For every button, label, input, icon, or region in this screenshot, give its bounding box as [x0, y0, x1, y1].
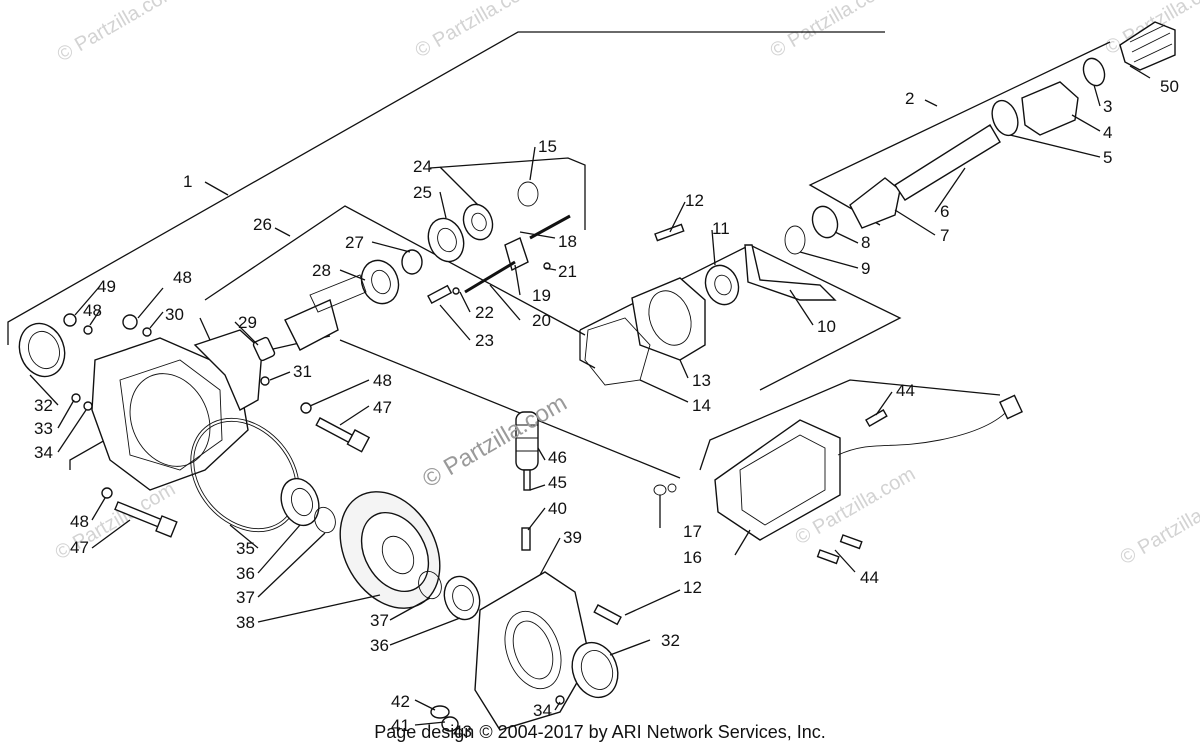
- callout: 28: [312, 261, 331, 280]
- callout: 44: [860, 568, 879, 587]
- callout: 29: [238, 313, 257, 332]
- callout: 37: [370, 611, 389, 630]
- callout: 27: [345, 233, 364, 252]
- copyright-footer: Page design © 2004-2017 by ARI Network S…: [374, 722, 826, 742]
- callout: 7: [940, 226, 949, 245]
- callout: 49: [97, 277, 116, 296]
- callout: 13: [692, 371, 711, 390]
- callout: 18: [558, 232, 577, 251]
- callout: 36: [236, 564, 255, 583]
- callout: 15: [538, 137, 557, 156]
- callout: 35: [236, 539, 255, 558]
- parts-art: [18, 21, 1176, 732]
- callout: 34: [34, 443, 53, 462]
- callout: 17: [683, 522, 702, 541]
- callout: 2: [905, 89, 914, 108]
- watermark: © Partzilla.com: [54, 0, 182, 66]
- callout: 48: [173, 268, 192, 287]
- callout: 6: [940, 202, 949, 221]
- actuator-16: [714, 394, 1023, 541]
- callout: 26: [253, 215, 272, 234]
- callout: 50: [1160, 77, 1179, 96]
- callout: 30: [165, 305, 184, 324]
- callout: 47: [70, 538, 89, 557]
- callout: 5: [1103, 148, 1112, 167]
- callout: 42: [391, 692, 410, 711]
- callout: 44: [896, 381, 915, 400]
- callout: 12: [683, 578, 702, 597]
- callout: 21: [558, 262, 577, 281]
- callout: 12: [685, 191, 704, 210]
- housing-13: [631, 277, 706, 361]
- leader-lines: [29, 65, 1151, 726]
- callout: 38: [236, 613, 255, 632]
- callout: 46: [548, 448, 567, 467]
- watermark: © Partzilla.com: [412, 0, 540, 62]
- callout: 31: [293, 362, 312, 381]
- seal-32-left: [18, 322, 66, 378]
- callout: 3: [1103, 97, 1112, 116]
- callout: 9: [861, 259, 870, 278]
- callout: 22: [475, 303, 494, 322]
- watermark: © Partzilla.com: [1117, 483, 1200, 569]
- callout: 45: [548, 473, 567, 492]
- callout: 23: [475, 331, 494, 350]
- callout: 36: [370, 636, 389, 655]
- callout: 8: [861, 233, 870, 252]
- watermark-layer: © Partzilla.com © Partzilla.com © Partzi…: [52, 0, 1200, 569]
- callout: 48: [83, 301, 102, 320]
- callout: 41: [391, 716, 410, 735]
- callout: 1: [183, 172, 192, 191]
- callout: 14: [692, 396, 711, 415]
- callout: 19: [532, 286, 551, 305]
- callout: 25: [413, 183, 432, 202]
- rear-cover-39: [474, 571, 591, 731]
- callout: 11: [712, 219, 730, 238]
- callout: 48: [373, 371, 392, 390]
- watermark: © Partzilla.com: [767, 0, 895, 62]
- front-housing-30: [91, 329, 263, 491]
- callout: 24: [413, 157, 432, 176]
- callout: 34: [533, 701, 552, 720]
- boot-50: [1119, 21, 1176, 71]
- callout: 43: [453, 722, 472, 741]
- callout: 4: [1103, 123, 1112, 142]
- callout: 40: [548, 499, 567, 518]
- callout: 32: [34, 396, 53, 415]
- callout: 10: [817, 317, 836, 336]
- callout: 20: [532, 311, 551, 330]
- callout: 16: [683, 548, 702, 567]
- callout: 33: [34, 419, 53, 438]
- callout: 47: [373, 398, 392, 417]
- callout: 32: [661, 631, 680, 650]
- callout: 39: [563, 528, 582, 547]
- vent-46: [515, 411, 539, 491]
- callout: 37: [236, 588, 255, 607]
- callout-labels: 1 2 3 4 5 6 7 8 9 10 11 12 12 13 14 15 1…: [34, 77, 1179, 741]
- ring-gear-38: [339, 491, 441, 609]
- callout: 48: [70, 512, 89, 531]
